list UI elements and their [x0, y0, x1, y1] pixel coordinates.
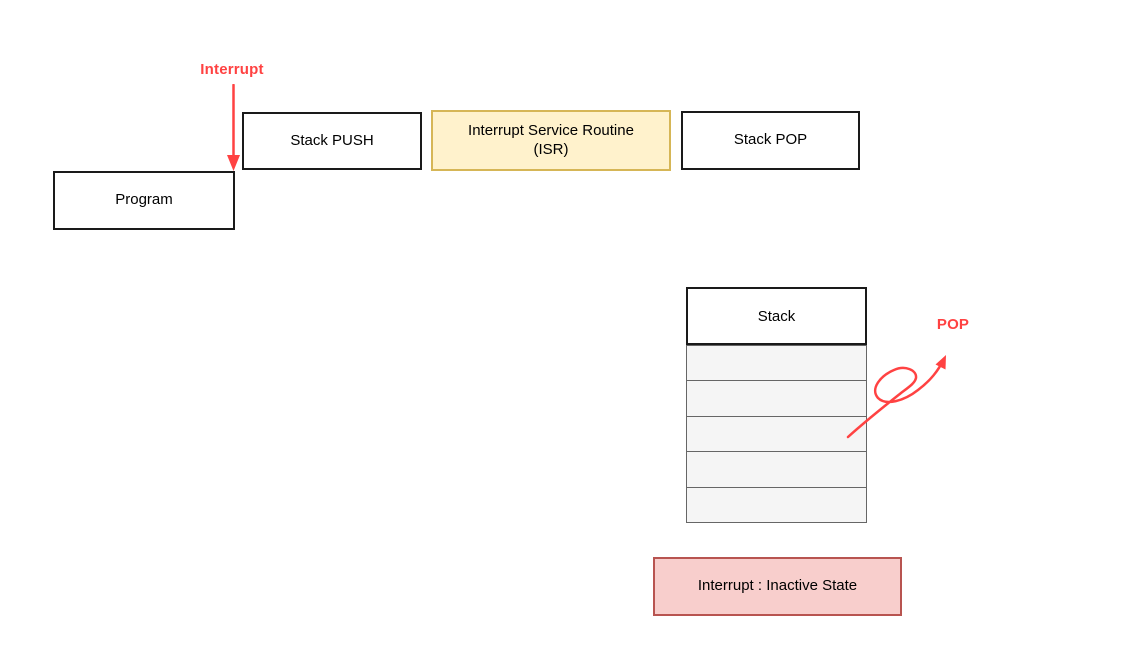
- stack-rows: [686, 345, 867, 524]
- stack-push-box: Stack PUSH: [242, 112, 422, 170]
- interrupt-status-label: Interrupt : Inactive State: [697, 577, 858, 595]
- stack-row: [686, 345, 867, 382]
- program-box: Program: [53, 171, 235, 230]
- isr-box-label: Interrupt Service Routine (ISR): [468, 121, 634, 158]
- pop-arrow-icon: [846, 355, 946, 439]
- stack-row: [686, 380, 867, 418]
- stack-pop-box-label: Stack POP: [733, 131, 808, 149]
- stack-pop-box: Stack POP: [681, 111, 860, 170]
- stack-table-header: Stack: [686, 287, 867, 345]
- isr-box: Interrupt Service Routine (ISR): [431, 110, 671, 171]
- stack-row: [686, 486, 867, 524]
- stack-push-box-label: Stack PUSH: [290, 131, 374, 149]
- stack-row: [686, 451, 867, 489]
- program-box-label: Program: [115, 191, 173, 209]
- pop-label: POP: [936, 316, 970, 333]
- interrupt-arrow-icon: [227, 84, 240, 171]
- stack-table-header-label: Stack: [757, 307, 796, 325]
- interrupt-status-box: Interrupt : Inactive State: [653, 557, 902, 616]
- interrupt-label: Interrupt: [200, 61, 264, 78]
- stack-table: Stack: [686, 287, 867, 524]
